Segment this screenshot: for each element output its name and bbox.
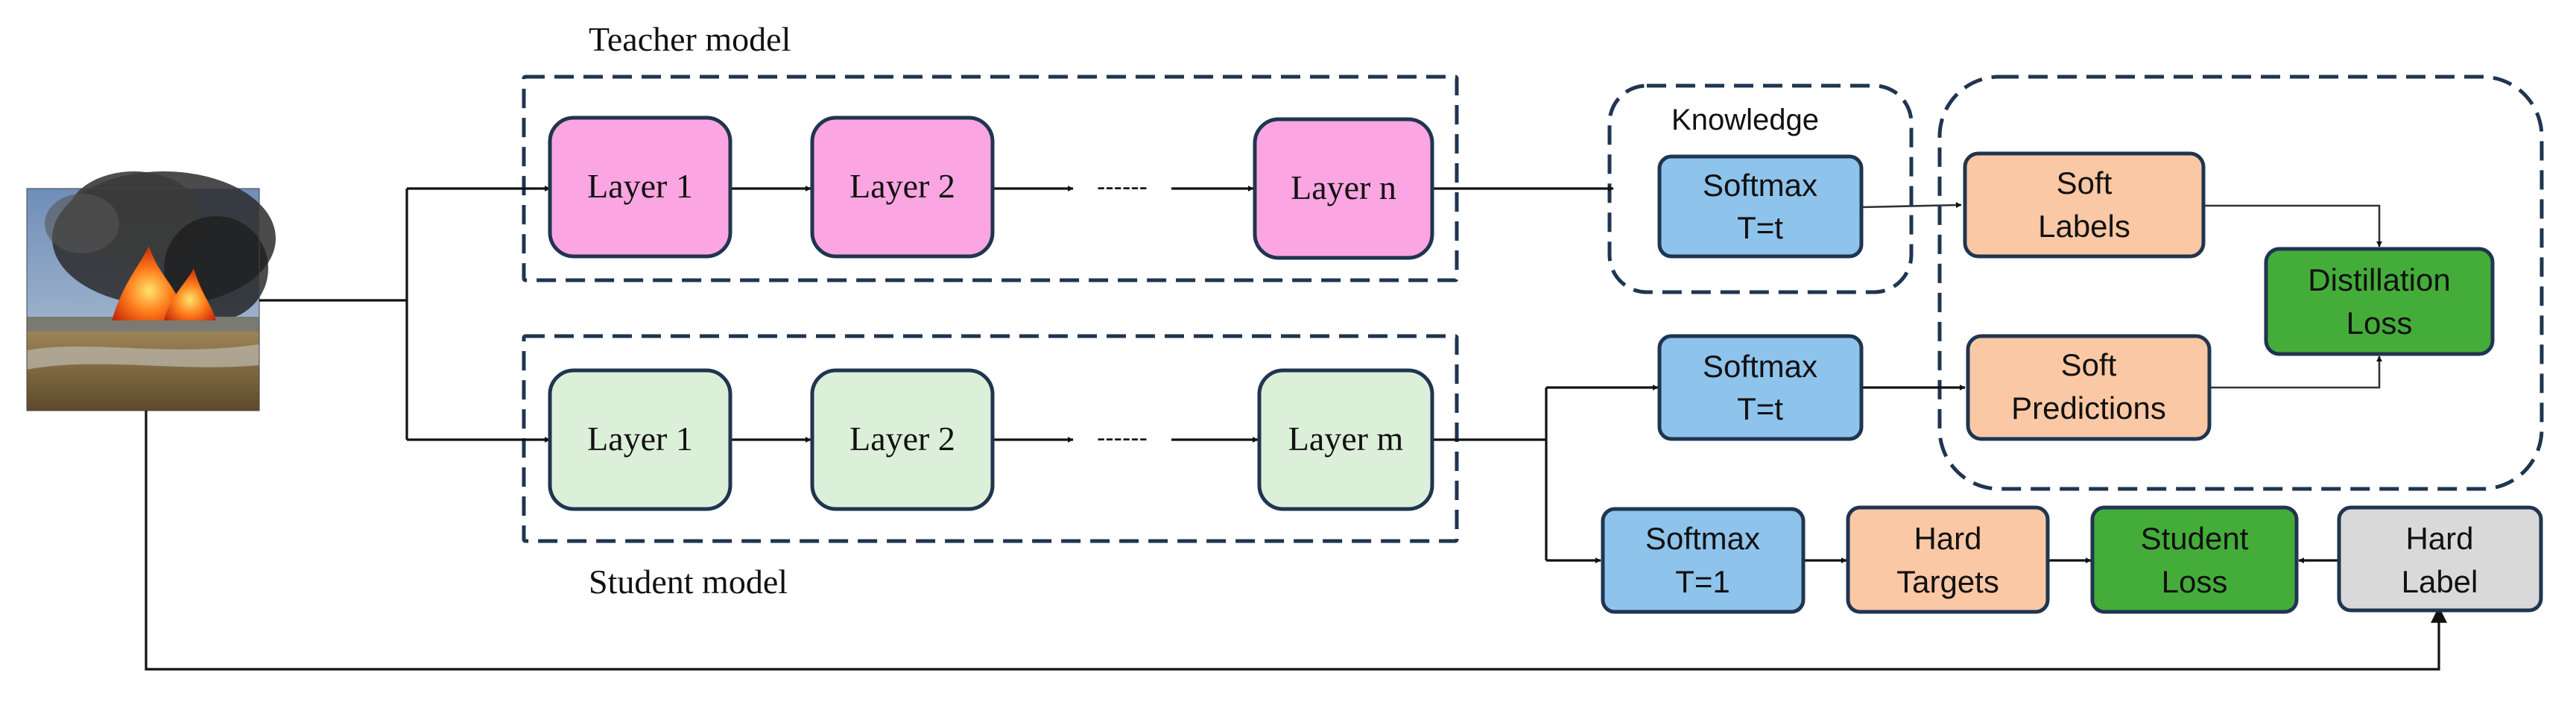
student-softmax-line2: T=t (1737, 391, 1783, 426)
soft-labels-line1: Soft (2057, 165, 2113, 200)
student-ellipsis: ------ (1097, 424, 1148, 452)
knowledge-softmax-node: Softmax T=t (1657, 154, 1864, 259)
distillation-loss-node: Distillation Loss (2264, 247, 2495, 356)
teacher-layer-n-node: Layer n (1253, 117, 1434, 260)
student-layer-2-label: Layer 2 (849, 420, 955, 458)
hard-softmax-line1: Softmax (1645, 521, 1760, 556)
student-softmax-line1: Softmax (1703, 349, 1817, 384)
wildfire-photo-icon (26, 171, 276, 411)
teacher-ellipsis: ------ (1097, 173, 1148, 201)
teacher-layer-n-label: Layer n (1291, 168, 1396, 206)
student-loss-line1: Student (2141, 521, 2249, 556)
hard-targets-line2: Targets (1896, 564, 1999, 599)
student-layer-1-node: Layer 1 (548, 368, 732, 511)
distillation-loss-line1: Distillation (2308, 262, 2450, 297)
teacher-model-title: Teacher model (589, 20, 791, 58)
arrow-input-to-hard-label (145, 411, 2447, 671)
knowledge-title: Knowledge (1671, 104, 1819, 136)
student-model-title: Student model (589, 563, 788, 601)
arrow-softmax-to-soft-labels (1861, 202, 1962, 209)
teacher-layer-1-node: Layer 1 (548, 116, 732, 259)
teacher-layer-1-label: Layer 1 (587, 167, 693, 205)
hard-label-line1: Hard (2405, 521, 2473, 556)
student-loss-node: Student Loss (2090, 505, 2299, 614)
soft-predictions-line1: Soft (2061, 347, 2117, 382)
knowledge-softmax-line1: Softmax (1703, 168, 1817, 203)
student-loss-line2: Loss (2162, 564, 2228, 599)
soft-labels-line2: Labels (2038, 209, 2130, 244)
soft-labels-node: Soft Labels (1963, 151, 2206, 259)
hard-targets-node: Hard Targets (1846, 505, 2050, 614)
hard-label-node: Hard Label (2337, 505, 2543, 613)
student-layer-m-node: Layer m (1257, 368, 1434, 511)
student-layer-1-label: Layer 1 (587, 420, 693, 458)
student-layer-2-node: Layer 2 (810, 368, 995, 511)
hard-label-line2: Label (2402, 564, 2478, 599)
hard-softmax-line2: T=1 (1675, 564, 1730, 599)
soft-predictions-line2: Predictions (2011, 391, 2166, 426)
hard-targets-line1: Hard (1914, 521, 1981, 556)
teacher-layer-2-label: Layer 2 (849, 167, 955, 205)
distillation-loss-line2: Loss (2346, 306, 2413, 341)
student-softmax-node: Softmax T=t (1657, 334, 1864, 441)
arrow-soft-labels-to-distillation (2203, 204, 2382, 247)
teacher-model-frame (522, 75, 1459, 282)
student-layer-m-label: Layer m (1288, 420, 1404, 458)
hard-softmax-node: Softmax T=1 (1601, 507, 1806, 614)
soft-predictions-node: Soft Predictions (1966, 334, 2212, 441)
knowledge-softmax-line2: T=t (1737, 210, 1783, 245)
arrow-soft-predictions-to-distillation (2209, 355, 2382, 389)
distillation-frame (1937, 75, 2544, 491)
teacher-layer-2-node: Layer 2 (810, 116, 995, 259)
